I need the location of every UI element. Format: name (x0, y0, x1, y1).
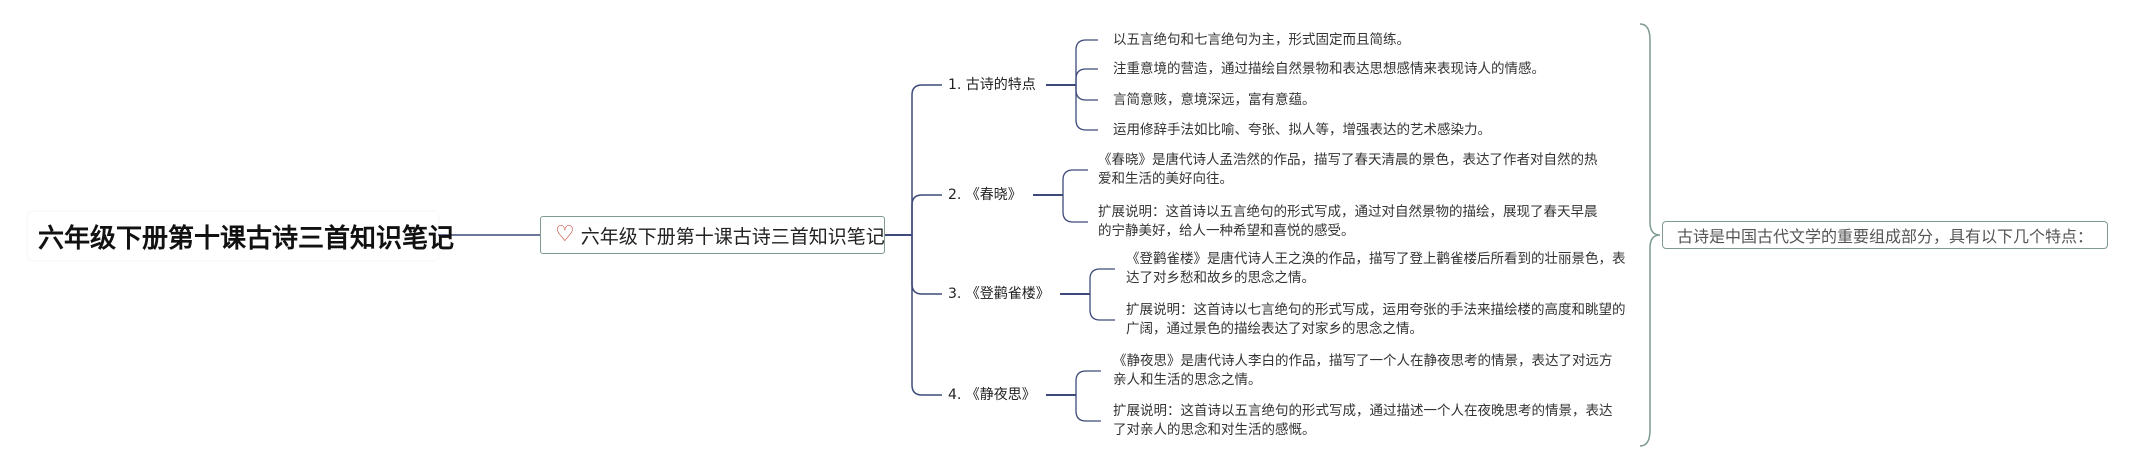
central-topic-text: 六年级下册第十课古诗三首知识笔记 (580, 225, 885, 248)
leaf-item[interactable]: 扩展说明：这首诗以五言绝句的形式写成，通过描述一个人在夜晚思考的情景，表达了对亲… (1113, 403, 1613, 438)
leaf-item[interactable]: 扩展说明：这首诗以五言绝句的形式写成，通过对自然景物的描绘，展现了春天早晨的宁静… (1098, 204, 1598, 239)
connector-branch-4 (911, 235, 942, 396)
branch-label: 2. 《春晓》 (948, 187, 1022, 203)
root-title[interactable]: 六年级下册第十课古诗三首知识笔记 (28, 212, 454, 260)
leaf-item[interactable]: 言简意赅，意境深远，富有意蕴。 (1113, 92, 1316, 108)
summary-node[interactable]: 古诗是中国古代文学的重要组成部分，具有以下几个特点： (1662, 221, 2108, 249)
leaf-item[interactable]: 《静夜思》是唐代诗人李白的作品，描写了一个人在静夜思考的情景，表达了对远方亲人和… (1113, 353, 1613, 388)
branch-label: 3. 《登鹳雀楼》 (948, 286, 1050, 302)
connector-branch-3 (911, 235, 942, 295)
heart-icon: ♡ (555, 222, 575, 247)
connector-branch-2 (911, 194, 942, 235)
leaf-item[interactable]: 《登鹳雀楼》是唐代诗人王之涣的作品，描写了登上鹳雀楼后所看到的壮丽景色，表达了对… (1126, 251, 1626, 286)
branch-chunxiao[interactable]: 2. 《春晓》 (948, 185, 1022, 205)
branch-jingyesi[interactable]: 4. 《静夜思》 (948, 385, 1036, 405)
branch-dengguanquelou[interactable]: 3. 《登鹳雀楼》 (948, 284, 1050, 304)
branch-label: 1. 古诗的特点 (948, 77, 1036, 93)
leaf-item[interactable]: 以五言绝句和七言绝句为主，形式固定而且简练。 (1113, 32, 1410, 48)
connector-branch-1 (911, 84, 942, 235)
leaf-item[interactable]: 注重意境的营造，通过描绘自然景物和表达思想感情来表现诗人的情感。 (1113, 61, 1545, 77)
summary-text: 古诗是中国古代文学的重要组成部分，具有以下几个特点： (1677, 227, 2094, 246)
leaf-item[interactable]: 《春晓》是唐代诗人孟浩然的作品，描写了春天清晨的景色，表达了作者对自然的热爱和生… (1098, 152, 1598, 187)
leaf-item[interactable]: 运用修辞手法如比喻、夸张、拟人等，增强表达的艺术感染力。 (1113, 122, 1491, 138)
branch-poem-features[interactable]: 1. 古诗的特点 (948, 75, 1036, 95)
leaf-item[interactable]: 扩展说明：这首诗以七言绝句的形式写成，运用夸张的手法来描绘楼的高度和眺望的广阔，… (1126, 302, 1626, 337)
central-topic[interactable]: ♡ 六年级下册第十课古诗三首知识笔记 (540, 216, 885, 254)
root-title-text: 六年级下册第十课古诗三首知识笔记 (38, 223, 455, 254)
branch-label: 4. 《静夜思》 (948, 387, 1036, 403)
summary-bracket (1639, 23, 1661, 447)
